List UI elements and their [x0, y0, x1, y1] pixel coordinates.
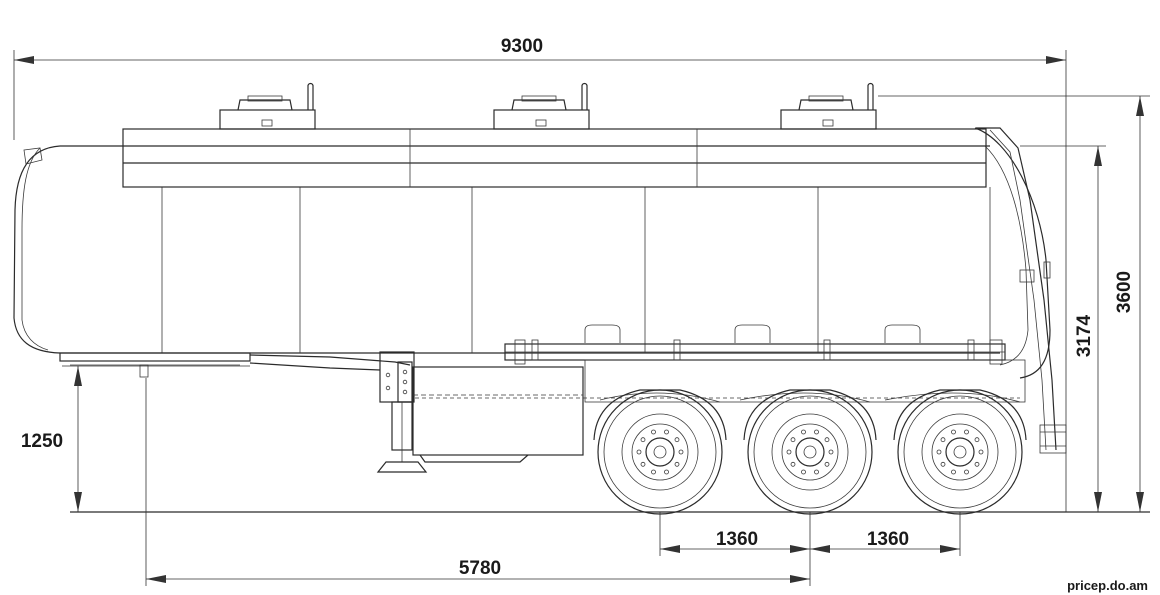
- wheel-bolt: [814, 429, 819, 435]
- dim-label-overall-height: 3600: [1114, 271, 1135, 313]
- wheel-bolt: [674, 437, 680, 443]
- wheel-bolt: [978, 449, 984, 455]
- manhole-3: [780, 82, 877, 130]
- wheel-1: [593, 389, 727, 515]
- wheel-bolt: [801, 429, 806, 435]
- dim-label-fifth-wheel-height: 1250: [21, 431, 63, 452]
- wheel-3: [893, 389, 1027, 515]
- wheel-bolt: [640, 461, 646, 467]
- wheel-bolt: [636, 449, 642, 455]
- wheel-bolt: [786, 449, 792, 455]
- wheel-bolt: [790, 437, 796, 443]
- side-rail: [415, 324, 1020, 399]
- wheel-bolt: [664, 429, 669, 435]
- wheel-bolt: [964, 469, 969, 475]
- wheel-2: [743, 389, 877, 515]
- wheel-bolt: [651, 429, 656, 435]
- wheel-bolt: [951, 429, 956, 435]
- wheel-bolt: [940, 437, 946, 443]
- wheel-bolt: [936, 449, 942, 455]
- dim-label-kingpin-to-axle: 5780: [459, 558, 501, 579]
- dim-tank-height: 3174: [1020, 145, 1106, 512]
- wheel-bolt: [674, 461, 680, 467]
- manhole-2: [493, 82, 590, 130]
- front-frame: [59, 352, 411, 378]
- side-box: [412, 366, 584, 463]
- wheel-bolt: [940, 461, 946, 467]
- top-walkway: [122, 128, 987, 188]
- wheel-bolt: [824, 461, 830, 467]
- wheel-bolt: [828, 449, 834, 455]
- wheel-bolt: [801, 469, 806, 475]
- wheel-bolt: [814, 469, 819, 475]
- dim-fifth-wheel-height: 1250: [21, 365, 250, 512]
- wheel-bolt: [640, 437, 646, 443]
- dim-label-tank-height: 3174: [1074, 314, 1095, 357]
- wheel-bolt: [964, 429, 969, 435]
- dim-label-overall-length: 9300: [501, 36, 543, 57]
- dim-axle-spacing: 1360 1360: [659, 512, 961, 586]
- dim-label-axle-spacing-front: 1360: [716, 529, 758, 550]
- wheel-bolt: [974, 461, 980, 467]
- dim-kingpin-to-axle: 5780: [145, 378, 810, 586]
- watermark-text: pricep.do.am: [1067, 578, 1148, 593]
- dim-label-axle-spacing-rear: 1360: [867, 529, 909, 550]
- wheel-bolt: [974, 437, 980, 443]
- wheel-bolt: [824, 437, 830, 443]
- dim-overall-height: 3600: [878, 95, 1150, 513]
- wheel-bolt: [951, 469, 956, 475]
- wheel-bolt: [664, 469, 669, 475]
- wheel-bolt: [678, 449, 684, 455]
- wheel-bolt: [790, 461, 796, 467]
- wheel-bolt: [651, 469, 656, 475]
- manhole-1: [219, 82, 316, 130]
- wheel-bolts: [636, 429, 984, 475]
- dim-overall-length: 9300: [13, 36, 1067, 512]
- rear-ladder: [976, 127, 1057, 451]
- landing-gear: [376, 351, 428, 473]
